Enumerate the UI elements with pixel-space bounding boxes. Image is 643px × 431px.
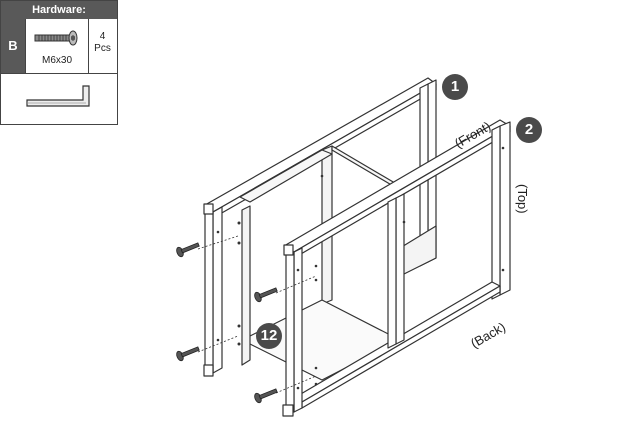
screw-cell: M6x30 <box>25 19 89 73</box>
hardware-item-letter: B <box>1 19 25 73</box>
allen-wrench-icon <box>26 85 90 107</box>
callout-12: 12 <box>256 323 282 349</box>
quantity-unit: Pcs <box>94 43 111 54</box>
hardware-table: Hardware: B M6x30 4 Pcs <box>0 0 118 125</box>
hardware-header: Hardware: <box>1 1 117 19</box>
hardware-row-b: B M6x30 4 Pcs <box>1 19 117 74</box>
screw-spec-label: M6x30 <box>41 55 72 66</box>
screw-icon <box>176 242 278 404</box>
callout-1: 1 <box>442 74 468 100</box>
screw-quantity: 4 Pcs <box>88 31 117 55</box>
callout-2: 2 <box>516 117 542 143</box>
front-frame-right-post <box>499 121 511 296</box>
front-inner-post <box>395 193 405 345</box>
quantity-number: 4 <box>99 31 106 42</box>
screw-icon <box>34 30 78 46</box>
hardware-row-wrench <box>1 74 117 124</box>
back-bottom-panel <box>399 225 437 277</box>
label-top: (Top) <box>515 184 530 214</box>
